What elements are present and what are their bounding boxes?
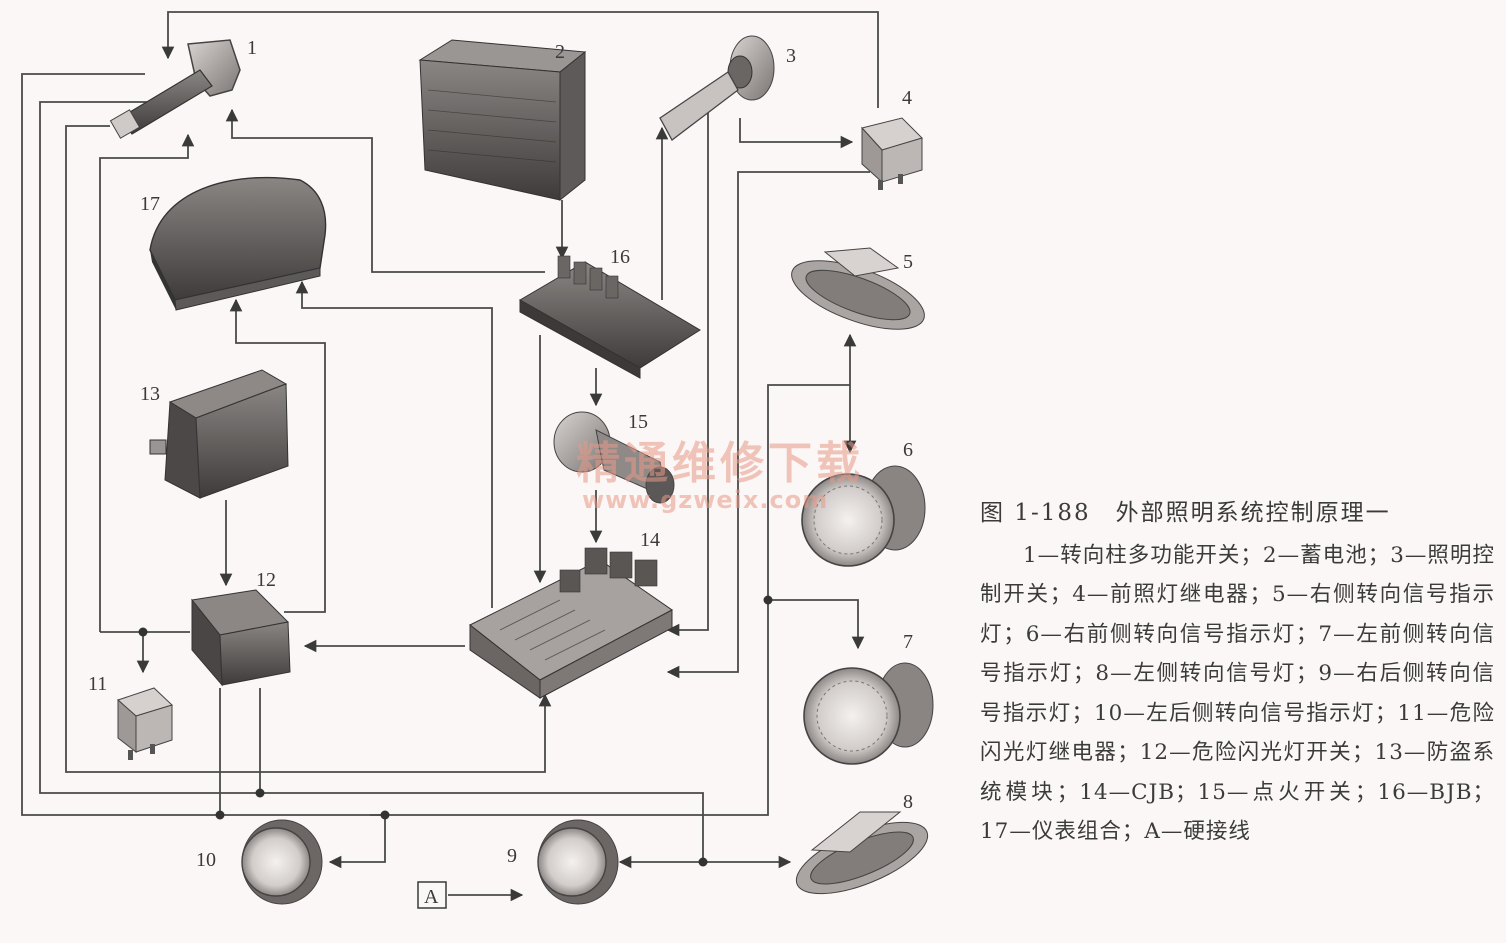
hazard-switch (191, 589, 291, 687)
wire-left-outer-2 (39, 101, 792, 869)
ignition-switch (553, 411, 675, 504)
right-front-indicator (801, 465, 926, 567)
wire-left-outer-3 (65, 125, 552, 773)
label-13: 13 (140, 383, 160, 405)
label-4: 4 (902, 87, 912, 109)
watermark-cn: 精通维修下载 (576, 438, 864, 489)
left-side-indicator (795, 811, 929, 895)
wire-junction-to-lamp7 (768, 599, 865, 650)
wire-hazard-switch-to-cluster (229, 298, 326, 613)
multifunction-switch (109, 39, 241, 139)
label-6: 6 (903, 439, 913, 461)
caption-title: 图 1-188 外部照明系统控制原理一 (980, 500, 1391, 526)
junctions (138, 595, 773, 867)
label-5: 5 (903, 251, 913, 273)
anti-theft-module (149, 369, 289, 499)
left-front-indicator (803, 662, 934, 765)
label-3: 3 (786, 45, 796, 67)
label-16: 16 (610, 246, 630, 268)
label-15: 15 (628, 411, 648, 433)
lighting-control-switch (659, 35, 775, 141)
wire-switch3-to-relay4 (739, 118, 854, 149)
wires (21, 11, 879, 902)
watermark: 精通维修下载 www.gzweix.com (576, 438, 864, 514)
label-8: 8 (903, 791, 913, 813)
right-side-indicator (791, 247, 925, 330)
left-rear-indicator (241, 819, 323, 905)
right-rear-indicator (537, 819, 619, 905)
hardwire-a-box (417, 881, 447, 909)
bjb-junction-box (518, 255, 701, 379)
wire-switch3-to-cjb (666, 108, 709, 637)
figure-caption: 图 1-188 外部照明系统控制原理一 1—转向柱多功能开关；2—蓄电池；3—照… (980, 494, 1495, 852)
headlamp-relay (861, 117, 923, 190)
label-11: 11 (88, 673, 107, 695)
wire-cjb-to-cluster (295, 280, 493, 608)
label-2: 2 (555, 41, 565, 63)
wiring-diagram: 1 2 3 4 5 6 7 8 9 10 11 12 13 14 15 16 1… (21, 11, 934, 909)
cjb-junction-box (469, 547, 673, 699)
hazard-relay (117, 687, 173, 760)
caption-legend: 1—转向柱多功能开关；2—蓄电池；3—照明控制开关；4—前照灯继电器；5—右侧转… (980, 542, 1495, 845)
label-7: 7 (903, 631, 913, 653)
label-17: 17 (140, 193, 160, 215)
label-14: 14 (640, 529, 660, 551)
label-10: 10 (196, 849, 216, 871)
wire-relay4-to-switch1 (161, 11, 879, 108)
wire-left-outer-4 (99, 133, 195, 632)
wire-relay4-to-cjb (666, 171, 870, 679)
label-9: 9 (507, 845, 517, 867)
instrument-cluster (149, 176, 327, 311)
wire-left-outer-1 (21, 73, 386, 869)
label-a: A (424, 886, 439, 908)
battery (418, 39, 587, 202)
label-1: 1 (247, 37, 257, 59)
wire-bjb-to-switch1 (225, 108, 545, 273)
label-12: 12 (256, 569, 276, 591)
watermark-url: www.gzweix.com (582, 486, 828, 514)
component-numbers: 1 2 3 4 5 6 7 8 9 10 11 12 13 14 15 16 1… (88, 37, 913, 908)
